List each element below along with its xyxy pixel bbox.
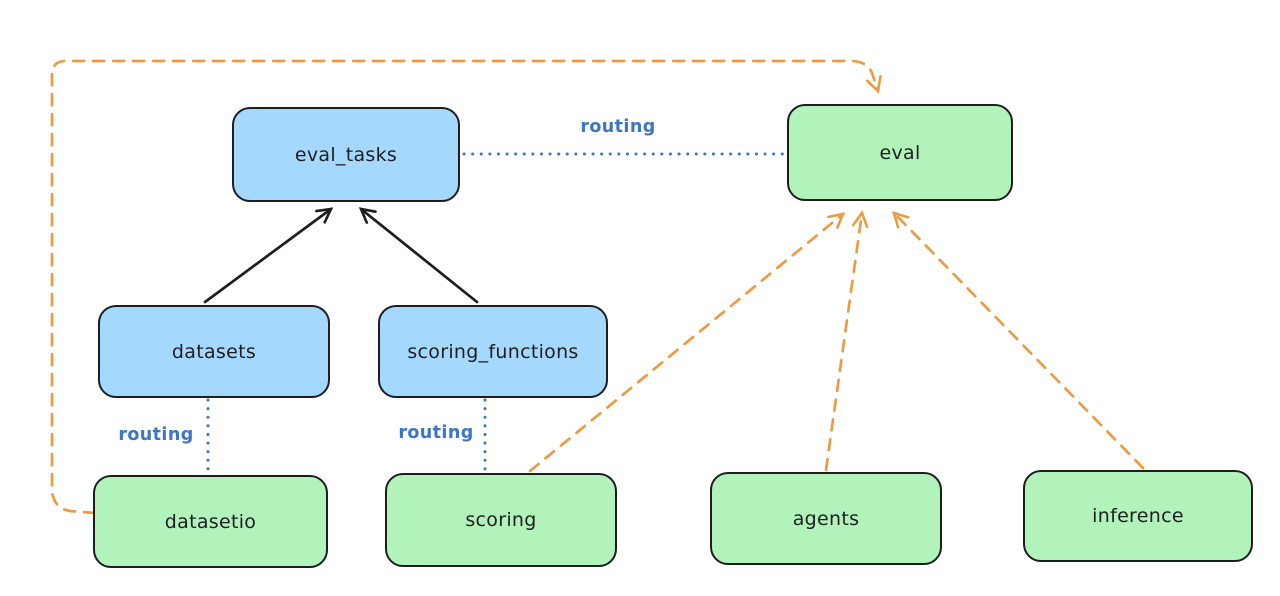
edge-inference-to-eval [892,211,1145,470]
edge-agents-to-eval [824,210,869,472]
node-datasetio: datasetio [93,475,328,568]
node-datasets: datasets [98,305,330,398]
edge-datasetio-to-eval-loop [50,59,882,515]
node-inference: inference [1023,470,1253,562]
node-scoring-functions-label: scoring_functions [407,340,579,363]
node-datasetio-label: datasetio [164,510,257,533]
node-eval-tasks-label: eval_tasks [294,143,398,166]
node-inference-label: inference [1092,505,1184,527]
edge-scoring-functions-to-eval-tasks [358,207,479,304]
edge-label-routing-datasetio: routing [118,425,194,445]
edge-datasets-to-eval-tasks [203,207,334,304]
node-agents-label: agents [792,507,860,530]
node-scoring: scoring [385,473,617,567]
node-scoring-functions: scoring_functions [378,305,608,398]
edge-label-routing-scoring: routing [398,423,474,443]
node-eval-tasks: eval_tasks [232,107,460,202]
node-scoring-label: scoring [465,509,537,531]
edge-label-routing-eval: routing [580,117,656,137]
node-agents: agents [710,472,942,565]
node-datasets-label: datasets [171,340,257,363]
edge-scoring-to-eval [528,212,846,473]
node-eval-label: eval [879,141,921,164]
node-eval: eval [787,104,1013,201]
